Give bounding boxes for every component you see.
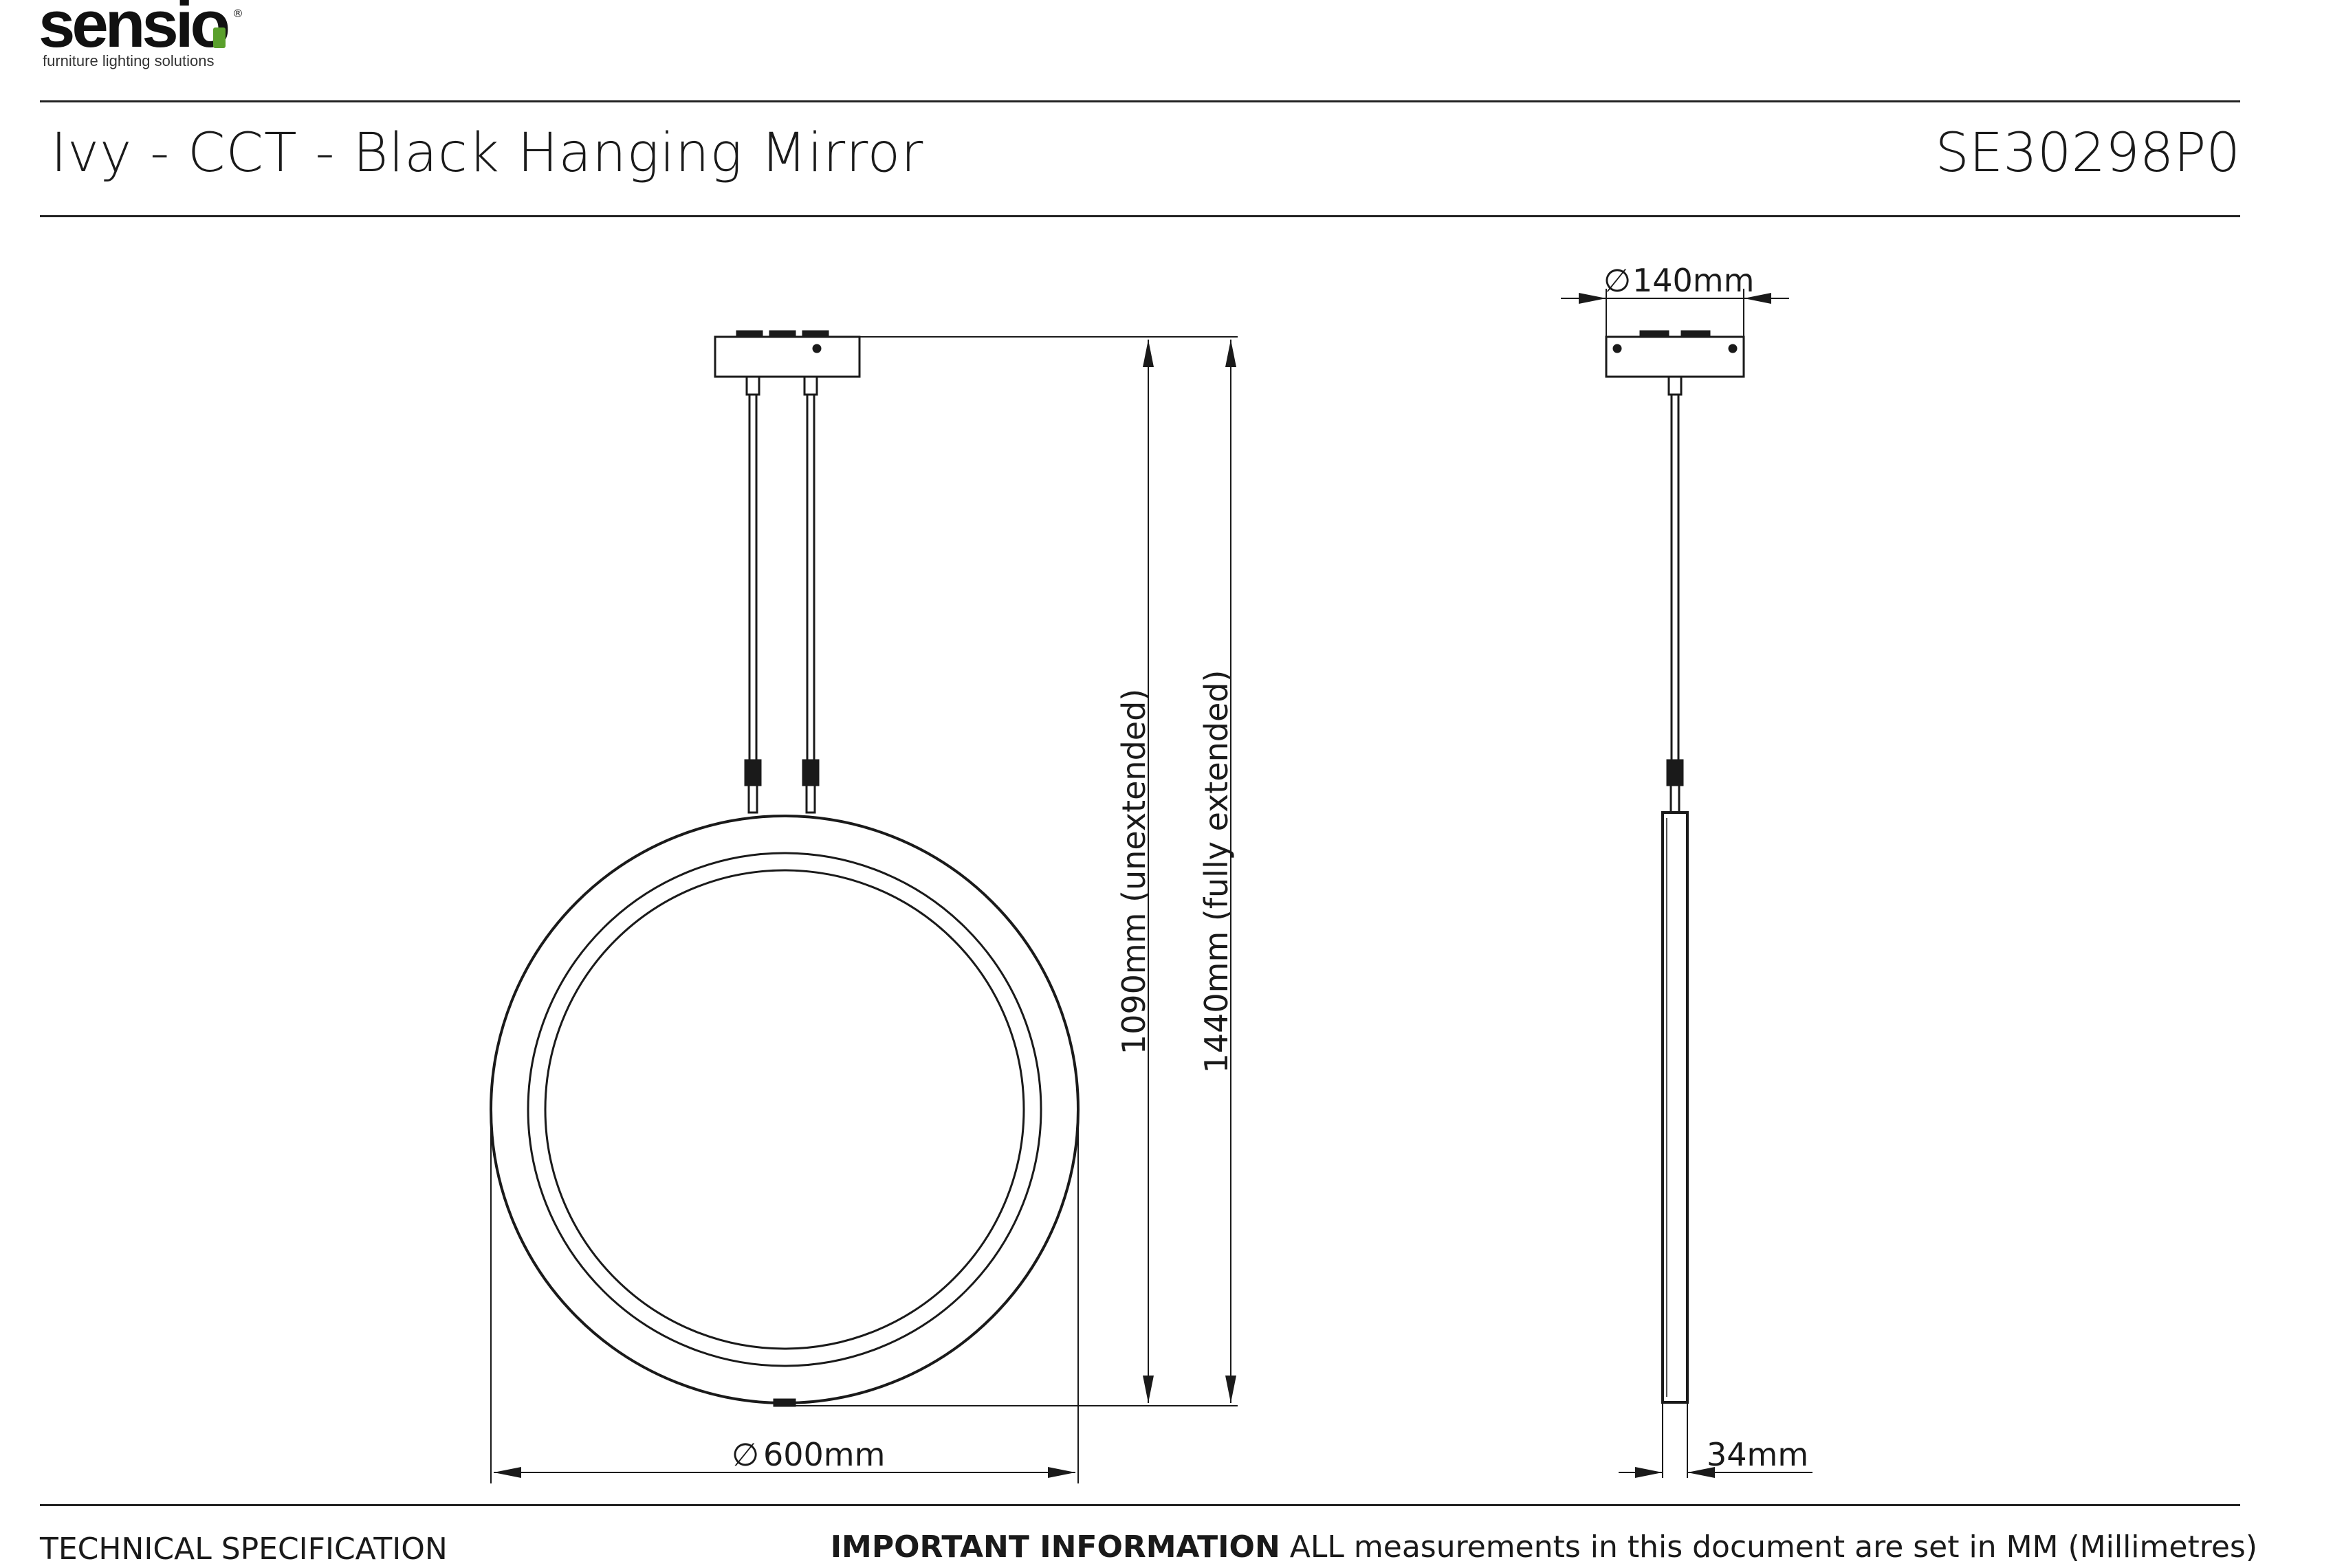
mirror-bottom-sensor: [773, 1398, 796, 1407]
footer-technical-spec: TECHNICAL SPECIFICATION: [40, 1532, 448, 1567]
side-rod-clamp: [1666, 759, 1684, 786]
label-unextended: 1090mm (unextended): [1115, 689, 1152, 1054]
mirror-outer-ring: [490, 815, 1080, 1404]
side-rod-top: [1667, 375, 1683, 396]
mirror-middle-ring: [527, 852, 1042, 1367]
front-canopy-slot-2: [769, 330, 796, 338]
side-view: [1605, 330, 1745, 1404]
brand-tagline: furniture lighting solutions: [43, 52, 215, 69]
front-canopy-slot-3: [802, 330, 829, 338]
front-rod-right-bottom: [805, 784, 816, 814]
side-canopy-screw-left: [1612, 344, 1622, 353]
side-canopy-slot-1: [1639, 330, 1669, 338]
front-canopy-slot-1: [736, 330, 763, 338]
brand-logo: sensio ® furniture lighting solutions: [36, 0, 263, 76]
front-dimensions: [490, 336, 1238, 1483]
label-extended: 1440mm (fully extended): [1198, 670, 1235, 1074]
brand-wordmark: sensio: [39, 0, 230, 61]
important-label: IMPORTANT INFORMATION: [830, 1530, 1280, 1565]
front-view: [490, 330, 1080, 1407]
front-canopy: [714, 335, 861, 378]
side-canopy-slot-2: [1680, 330, 1711, 338]
side-rod: [1670, 393, 1680, 762]
front-canopy-screw: [812, 344, 822, 353]
header-rule-top: [40, 100, 2240, 102]
side-canopy-screw-right: [1728, 344, 1738, 353]
label-canopy-diameter: 140mm: [1632, 262, 1754, 299]
front-rod-left-top: [745, 375, 760, 396]
diameter-symbol-canopy: ∅: [1603, 262, 1631, 299]
front-rod-left: [748, 393, 758, 762]
front-rod-left-clamp: [744, 759, 762, 786]
side-rod-bottom: [1669, 784, 1680, 814]
footer-rule: [40, 1504, 2240, 1506]
front-rod-left-bottom: [747, 784, 758, 814]
side-dimension-labels: ∅ 140mm 34mm: [1603, 262, 1808, 1473]
side-dimensions: [1561, 289, 1812, 1478]
product-code: SE30298P0: [1935, 122, 2240, 184]
front-rod-right: [806, 393, 815, 762]
diameter-symbol-mirror: ∅: [732, 1436, 759, 1473]
footer-important-info: IMPORTANT INFORMATION ALL measurements i…: [831, 1530, 2257, 1565]
mirror-inner-ring: [544, 869, 1025, 1350]
side-mirror-body: [1661, 811, 1689, 1404]
important-text: ALL measurements in this document are se…: [1280, 1530, 2257, 1565]
registered-mark: ®: [232, 7, 243, 20]
label-mirror-diameter: 600mm: [763, 1436, 885, 1473]
side-canopy: [1605, 335, 1745, 378]
product-title: Ivy - CCT - Black Hanging Mirror: [51, 122, 924, 184]
front-dimension-labels: 1090mm (unextended) 1440mm (fully extend…: [732, 670, 1235, 1473]
header-rule-bottom: [40, 215, 2240, 217]
front-rod-right-clamp: [802, 759, 820, 786]
front-rod-right-top: [803, 375, 818, 396]
label-depth: 34mm: [1707, 1436, 1808, 1473]
brand-accent-mark: [213, 27, 226, 48]
